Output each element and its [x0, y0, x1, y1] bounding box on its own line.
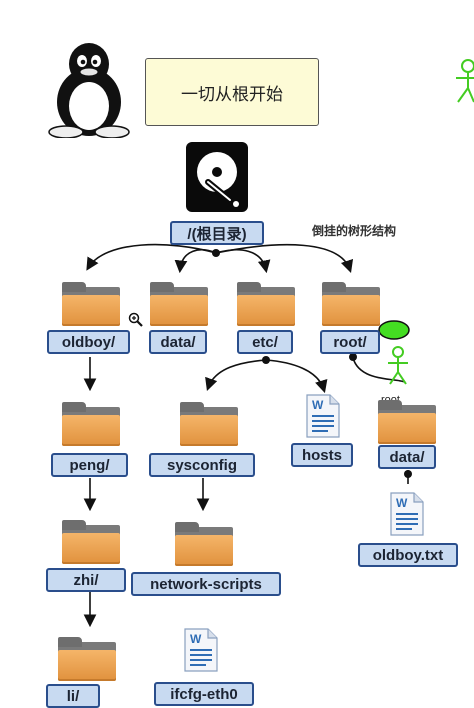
folder-icon — [175, 522, 233, 566]
document-icon: W — [184, 628, 218, 672]
svg-text:W: W — [396, 496, 408, 510]
folder-icon — [58, 637, 116, 681]
folder-icon — [62, 520, 120, 564]
folder-node-root-data[interactable]: data/ — [378, 445, 436, 469]
tree-caption: 倒挂的树形结构 — [312, 224, 397, 238]
folder-node-oldboy[interactable]: oldboy/ — [47, 330, 130, 354]
tux-penguin-icon — [48, 43, 130, 138]
folder-icon — [237, 282, 295, 326]
title-box: 一切从根开始 — [145, 58, 319, 126]
folder-icon — [150, 282, 208, 326]
hard-disk-icon — [186, 142, 248, 212]
svg-text:W: W — [190, 632, 202, 646]
document-icon: W — [390, 492, 424, 536]
folder-node-root[interactable]: root/ — [320, 330, 380, 354]
stick-figure-icon — [456, 59, 474, 103]
folder-icon — [62, 402, 120, 446]
folder-node-data[interactable]: data/ — [149, 330, 207, 354]
folder-node-zhi[interactable]: zhi/ — [46, 568, 126, 592]
title-text: 一切从根开始 — [181, 84, 283, 104]
file-node-oldboy-txt[interactable]: oldboy.txt — [358, 543, 458, 567]
folder-node-sysconfig[interactable]: sysconfig — [149, 453, 255, 477]
stick-figure-icon — [378, 320, 410, 385]
folder-icon — [62, 282, 120, 326]
file-node-hosts[interactable]: hosts — [291, 443, 353, 467]
zoom-in-icon[interactable] — [128, 312, 144, 328]
folder-node-peng[interactable]: peng/ — [51, 453, 128, 477]
folder-node-etc[interactable]: etc/ — [237, 330, 293, 354]
folder-icon — [180, 402, 238, 446]
folder-icon — [322, 282, 380, 326]
file-node-ifcfg-eth0[interactable]: ifcfg-eth0 — [154, 682, 254, 706]
svg-text:W: W — [312, 398, 324, 412]
folder-icon — [378, 400, 436, 444]
root-directory-node[interactable]: /(根目录) — [170, 221, 264, 245]
document-icon: W — [306, 394, 340, 438]
folder-node-network-scripts[interactable]: network-scripts — [131, 572, 281, 596]
folder-node-li[interactable]: li/ — [46, 684, 100, 708]
